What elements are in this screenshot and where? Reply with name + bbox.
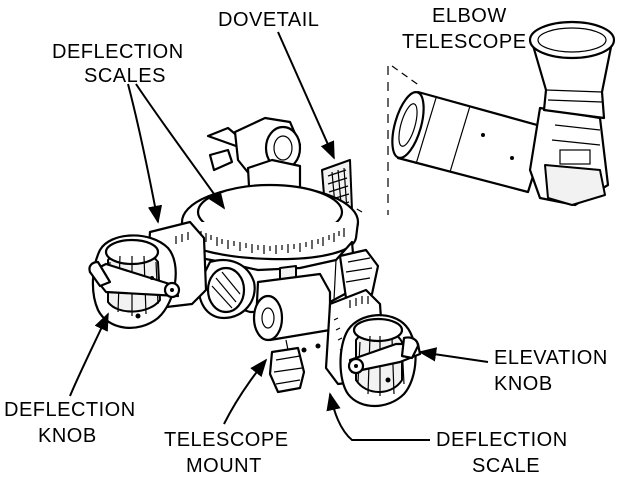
arrow-telescope-mount (223, 358, 268, 425)
arrow-deflection-scales-right (135, 83, 226, 210)
arrow-elevation-knob (418, 347, 489, 363)
label-deflection-knob-line2: KNOB (38, 425, 97, 447)
arrow-dovetail (277, 31, 335, 160)
arrow-deflection-scale (326, 392, 430, 441)
label-deflection-scales-line1: DEFLECTION (52, 41, 184, 63)
leader-lines (69, 31, 489, 441)
label-elbow-telescope-line2: TELESCOPE (402, 31, 527, 53)
label-deflection-scale-line1: DEFLECTION (436, 429, 568, 451)
label-elevation-knob-line1: ELEVATION (494, 347, 608, 369)
label-telescope-mount-line1: TELESCOPE (164, 429, 289, 451)
label-deflection-scales-line2: SCALES (84, 65, 166, 87)
labels: DOVETAIL ELBOW TELESCOPE DEFLECTION SCAL… (4, 5, 608, 477)
mount-body (180, 116, 380, 394)
arrow-deflection-scales-left (127, 83, 163, 224)
left-deflection-knob (88, 220, 208, 329)
label-elbow-telescope-line1: ELBOW (432, 5, 507, 27)
label-deflection-knob-line1: DEFLECTION (4, 399, 136, 421)
elbow-telescope (354, 20, 616, 215)
arrow-deflection-knob (69, 312, 109, 397)
right-elevation-knob (301, 288, 422, 407)
label-dovetail: DOVETAIL (218, 9, 319, 31)
label-telescope-mount-line2: MOUNT (186, 455, 262, 477)
label-elevation-knob-line2: KNOB (494, 373, 553, 395)
label-deflection-scale-line2: SCALE (472, 455, 540, 477)
